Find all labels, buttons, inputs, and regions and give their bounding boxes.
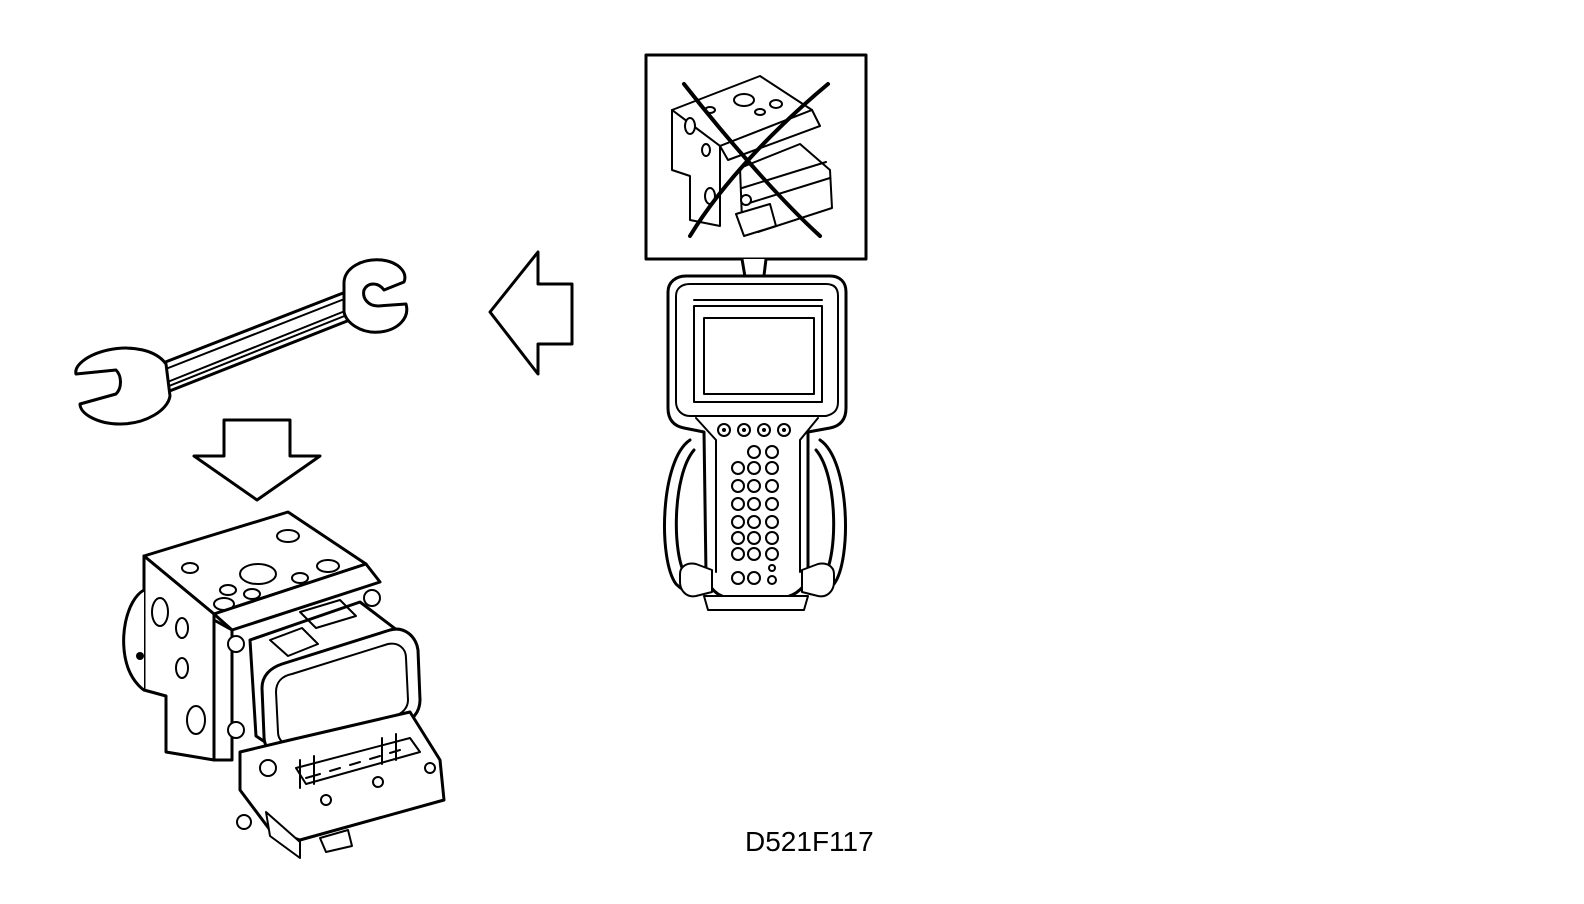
- figure-code-label: D521F117: [745, 826, 874, 857]
- abs-modulator-unit-icon: [122, 510, 446, 859]
- arrow-down-icon: [192, 418, 322, 502]
- arrow-left-icon: [488, 250, 574, 376]
- scan-tool-icon: [663, 274, 848, 611]
- wrench-icon: [74, 258, 409, 426]
- crossed-out-unit-icon: [644, 53, 868, 261]
